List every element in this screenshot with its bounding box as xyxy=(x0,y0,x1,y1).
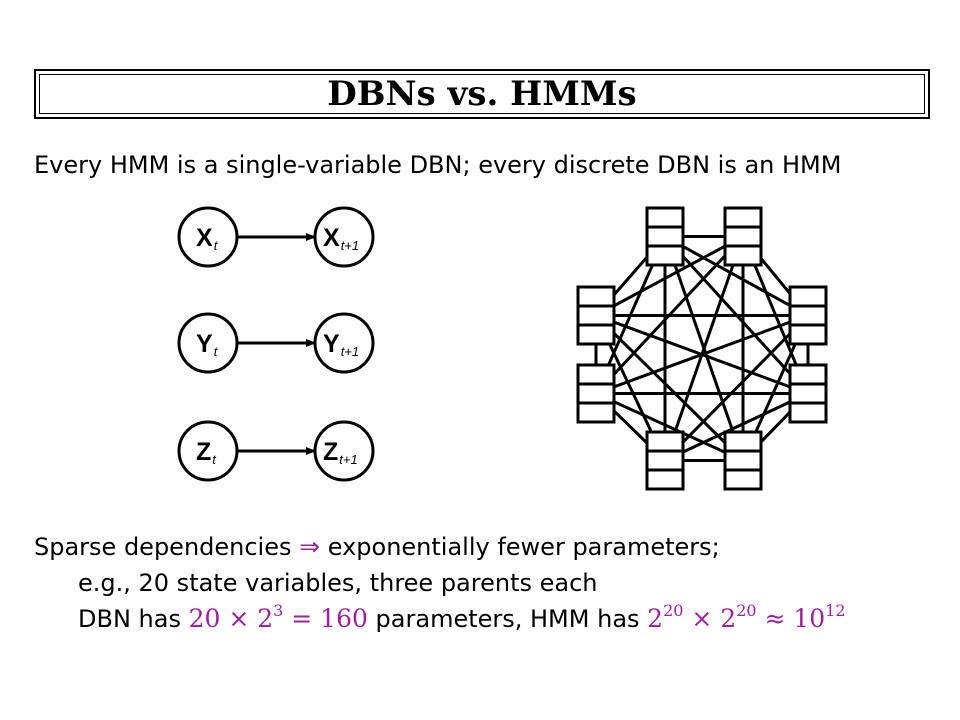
expr1-rest: = 160 xyxy=(283,604,368,633)
hmm-state xyxy=(576,363,616,424)
hmm-edge xyxy=(595,314,809,395)
hmm-state xyxy=(788,363,828,424)
hmm-state-cell xyxy=(788,323,828,346)
dbn-node-xt1: Xt+1 xyxy=(313,206,375,268)
hmm-edge xyxy=(595,235,744,317)
sparse-text: Sparse dependencies xyxy=(34,533,292,561)
hmm-state xyxy=(723,206,763,267)
hmm-state-cell xyxy=(788,363,828,386)
dbn-node-label: Yt xyxy=(196,330,219,359)
expr1-exp: 3 xyxy=(273,600,284,620)
hmm-state-cell xyxy=(723,430,763,453)
example-line: e.g., 20 state variables, three parents … xyxy=(78,569,598,597)
hmm-state-cell xyxy=(788,401,828,424)
expr2-base1: 2 xyxy=(647,604,664,633)
params-line: DBN has 20 × 23 = 160 parameters, HMM ha… xyxy=(78,600,846,634)
hmm-state-cell xyxy=(645,206,685,229)
intro-line: Every HMM is a single-variable DBN; ever… xyxy=(34,151,842,179)
hmm-state-cell xyxy=(788,285,828,308)
hmm-state xyxy=(645,206,685,267)
hmm-state-cell xyxy=(645,225,685,248)
hmm-state xyxy=(576,285,616,346)
hmm-state-cell xyxy=(576,323,616,346)
hmm-state-cell xyxy=(788,304,828,327)
dbn-node-label: Zt xyxy=(196,438,217,467)
dbn-node-yt: Yt xyxy=(177,312,239,374)
expr1-base: 20 × 2 xyxy=(188,604,274,633)
hmm-edge xyxy=(594,314,745,462)
hmm-edges xyxy=(594,235,810,462)
dbn-node-label: Xt xyxy=(196,224,219,253)
dbn-diagram: Xt Xt+1Yt Yt+1Zt Zt+1 xyxy=(177,206,375,482)
dbn-param-expr: 20 × 23 = 160 xyxy=(188,600,368,633)
hmm-state xyxy=(723,430,763,491)
hmm-edge xyxy=(664,235,809,317)
hmm-state-cell xyxy=(645,468,685,491)
title-frame: DBNs vs. HMMs xyxy=(34,69,930,119)
dbn-node-zt1: Zt+1 xyxy=(313,420,375,482)
dbn-node-zt: Zt xyxy=(177,420,239,482)
sparse-line: Sparse dependencies ⇒ exponentially fewe… xyxy=(34,532,720,562)
hmm-has-text: parameters, HMM has xyxy=(375,605,640,633)
hmm-state-cell xyxy=(576,382,616,405)
dbn-node-xt: Xt xyxy=(177,206,239,268)
expr2-exp3: 12 xyxy=(825,600,846,620)
hmm-state xyxy=(788,285,828,346)
hmm-state-cell xyxy=(645,449,685,472)
hmm-state-cell xyxy=(576,304,616,327)
expr2-mid: × 2 xyxy=(683,604,737,633)
expr2-exp2: 20 xyxy=(736,600,757,620)
dbn-has-text: DBN has xyxy=(78,605,181,633)
hmm-state-cell xyxy=(723,244,763,267)
slide-title: DBNs vs. HMMs xyxy=(327,74,637,114)
dbn-nodes: Xt Xt+1Yt Yt+1Zt Zt+1 xyxy=(177,206,375,482)
hmm-edge xyxy=(664,392,809,462)
dbn-node-label: Yt+1 xyxy=(323,330,359,359)
hmm-state-cell xyxy=(788,382,828,405)
implies-arrow: ⇒ xyxy=(299,532,321,561)
hmm-state-cell xyxy=(645,430,685,453)
hmm-state-cell xyxy=(576,363,616,386)
hmm-param-expr: 220 × 220 ≈ 1012 xyxy=(647,600,846,633)
hmm-diagram xyxy=(576,206,828,491)
hmm-edge xyxy=(663,236,745,461)
hmm-state-cell xyxy=(576,401,616,424)
dbn-edges xyxy=(237,233,316,455)
hmm-state-cell xyxy=(645,244,685,267)
hmm-edge xyxy=(595,392,744,462)
hmm-state xyxy=(645,430,685,491)
hmm-state-cell xyxy=(723,225,763,248)
sparse-text-2: exponentially fewer parameters; xyxy=(327,533,720,561)
dbn-node-label: Zt+1 xyxy=(323,438,358,467)
expr2-exp1: 20 xyxy=(663,600,684,620)
hmm-state-cell xyxy=(723,206,763,229)
hmm-states xyxy=(576,206,828,491)
expr2-approx: ≈ 10 xyxy=(756,604,826,633)
hmm-state-cell xyxy=(723,449,763,472)
hmm-state-cell xyxy=(723,468,763,491)
hmm-state-cell xyxy=(576,285,616,308)
dbn-node-yt1: Yt+1 xyxy=(313,312,375,374)
dbn-node-label: Xt+1 xyxy=(323,224,359,253)
